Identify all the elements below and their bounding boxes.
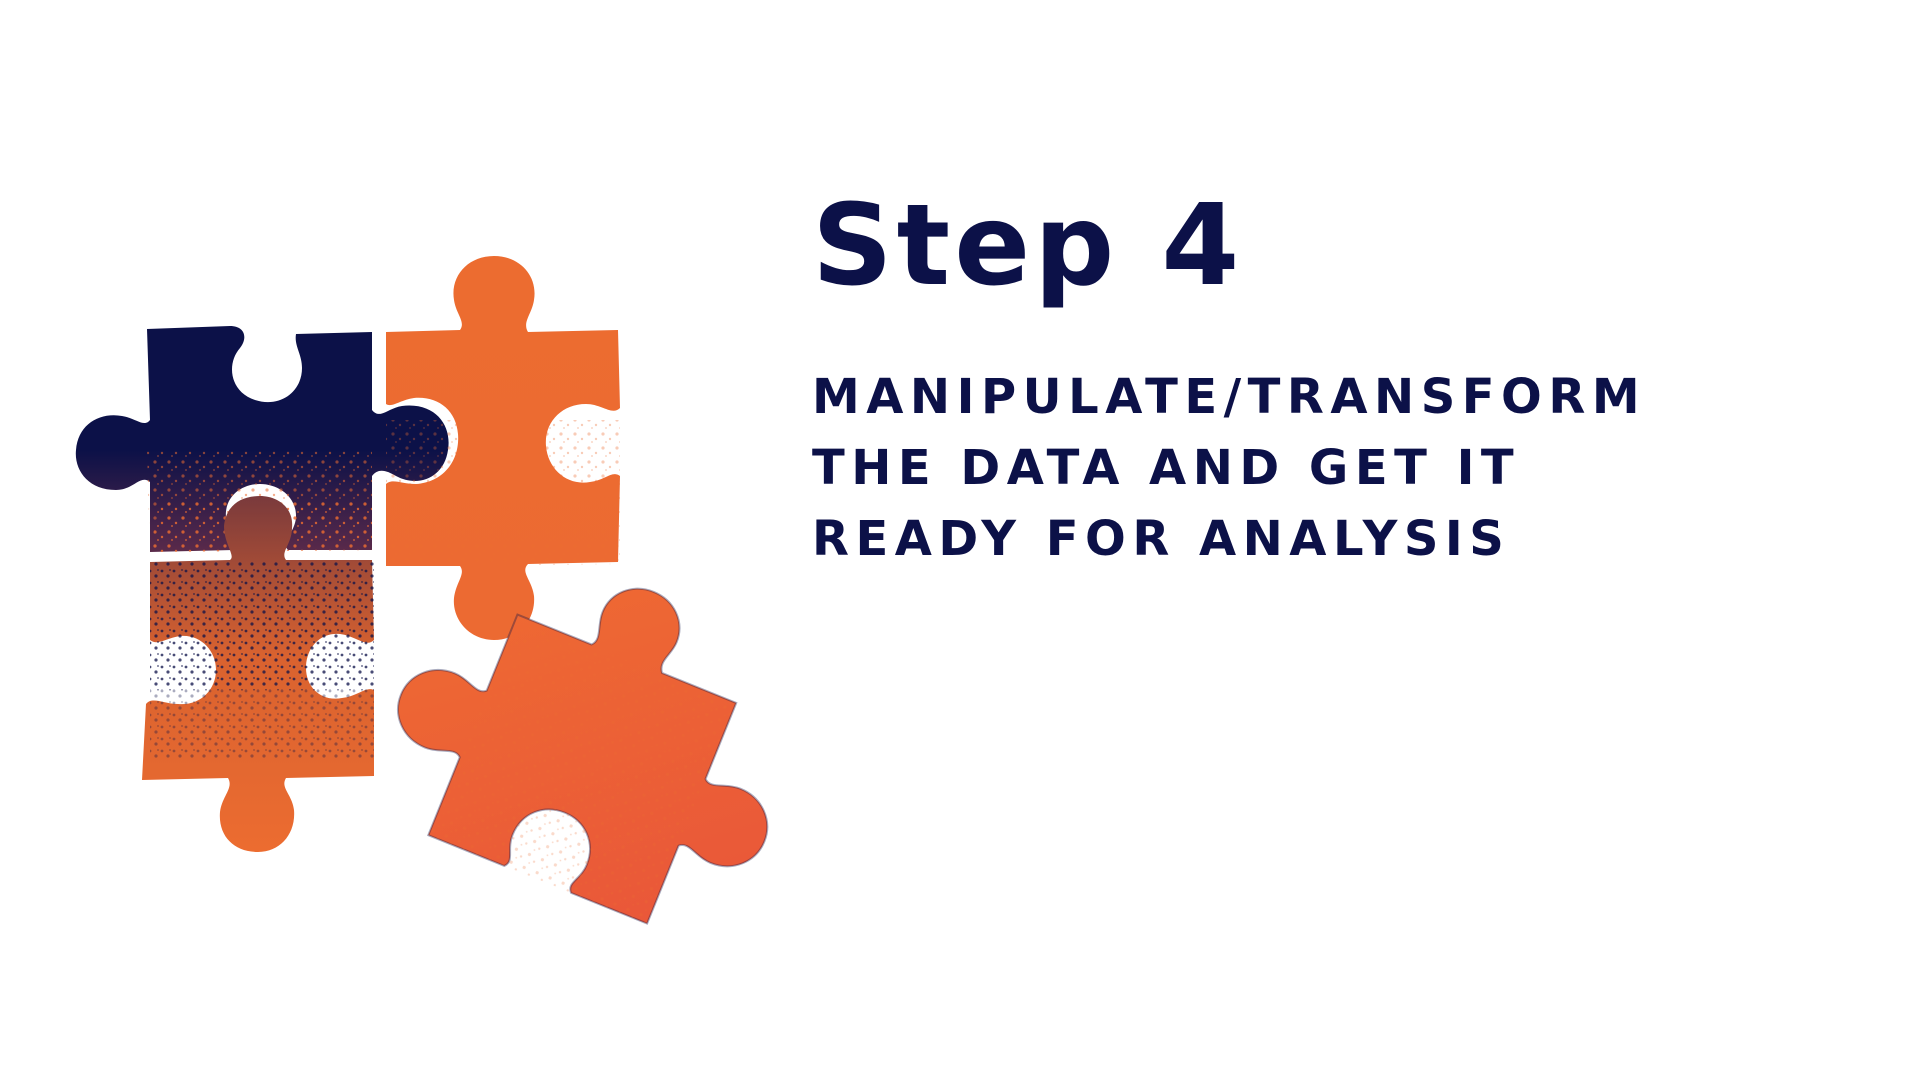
subtitle-line-1: MANIPULATE/TRANSFORM [812,369,1647,425]
subtitle-line-2: THE DATA AND GET IT [812,440,1521,496]
puzzle-piece-orange-bottom [142,496,374,852]
text-block: Step 4 MANIPULATE/TRANSFORM THE DATA AND… [812,190,1872,575]
puzzle-piece-loose [397,587,769,925]
puzzle-pieces-icon [40,220,820,940]
puzzle-piece-navy [75,326,449,552]
subtitle-line-3: READY FOR ANALYSIS [812,511,1511,567]
slide-subtitle: MANIPULATE/TRANSFORM THE DATA AND GET IT… [812,362,1872,575]
puzzle-illustration [75,256,769,925]
slide-title: Step 4 [812,181,1244,311]
puzzle-piece-orange-right [386,256,620,640]
